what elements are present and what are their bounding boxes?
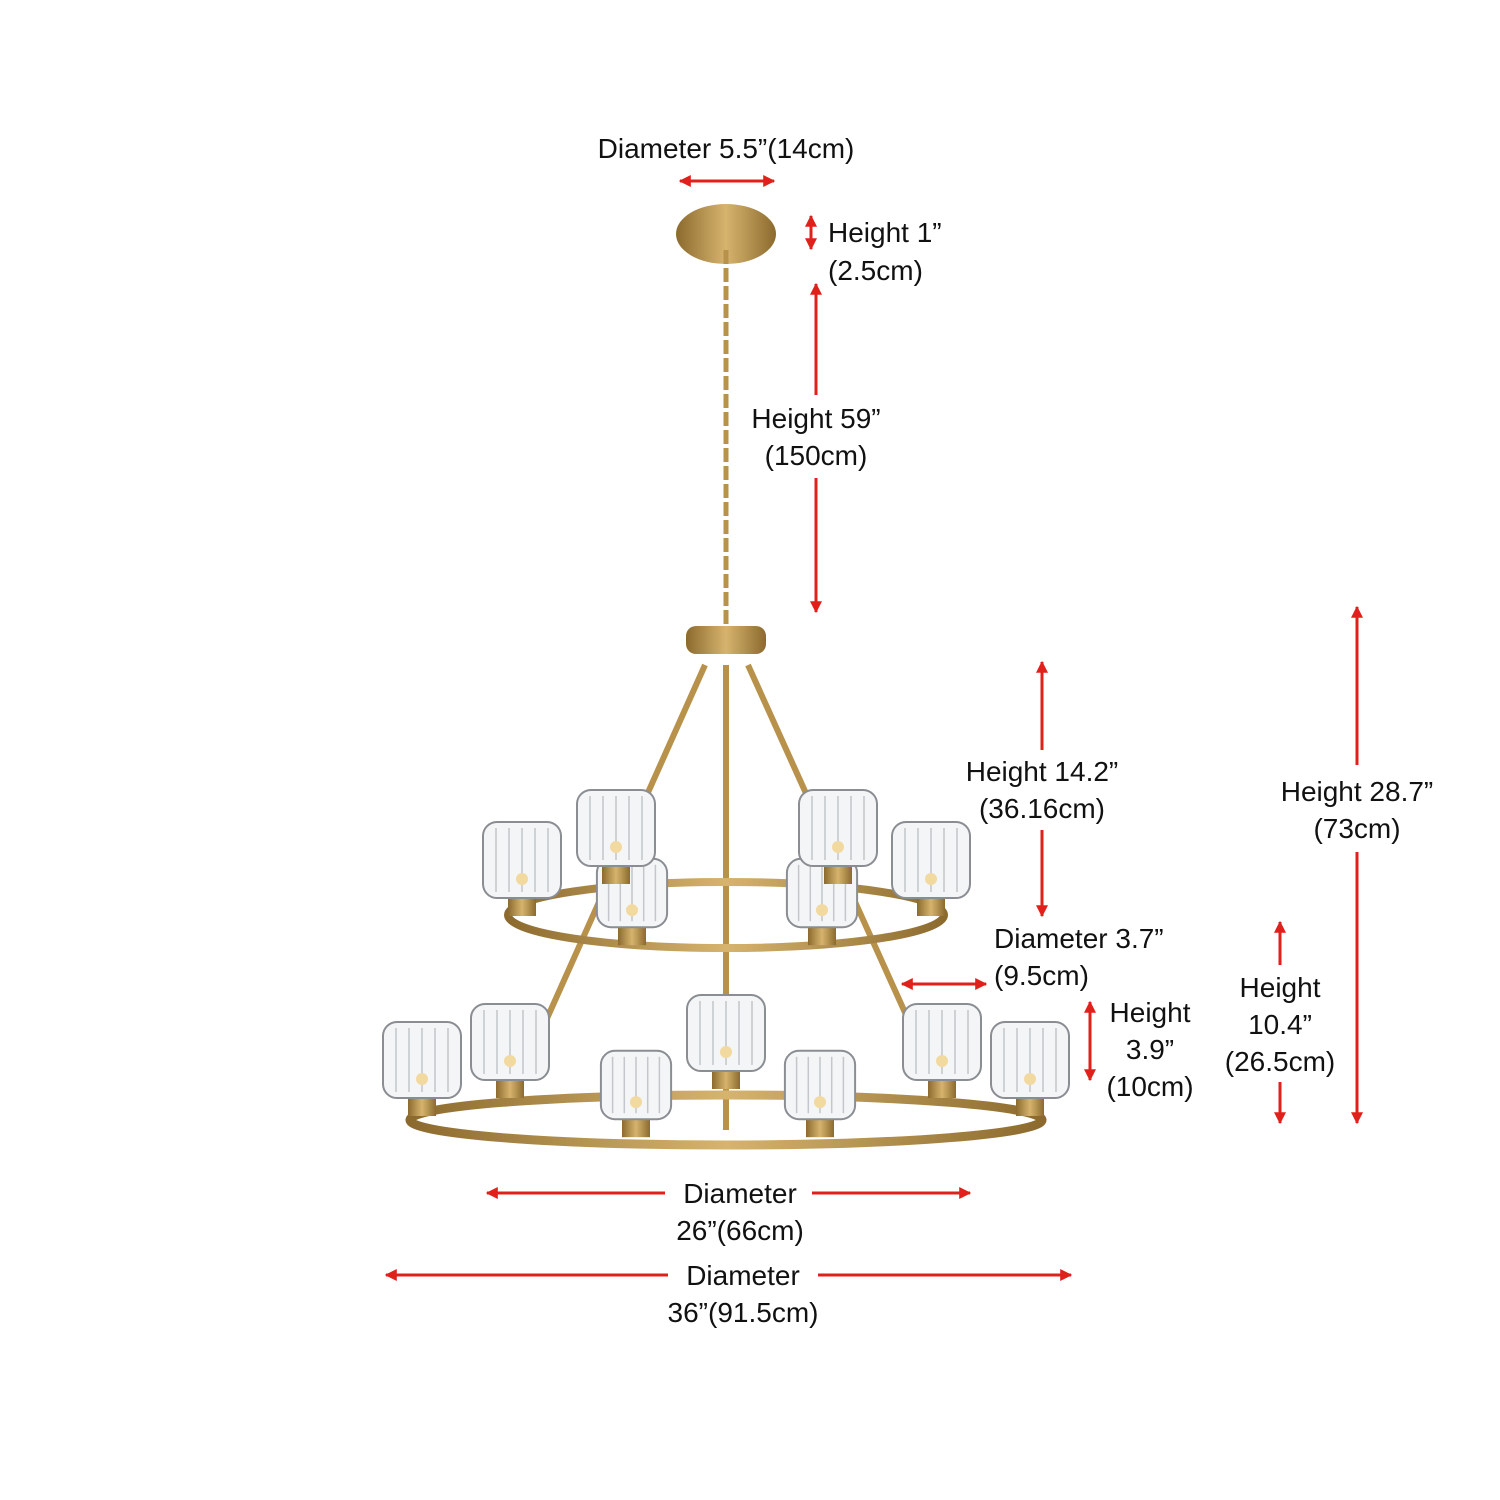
lamp-shade bbox=[686, 994, 766, 1089]
lower-diameter-metric: 36”(91.5cm) bbox=[668, 1297, 819, 1328]
lamp-shade bbox=[382, 1021, 462, 1116]
lower-diameter-label: Diameter bbox=[686, 1260, 800, 1291]
upper-diameter-metric: 26”(66cm) bbox=[676, 1215, 804, 1246]
upper-height-metric: (36.16cm) bbox=[979, 793, 1105, 824]
shade-height-label: Height bbox=[1110, 997, 1191, 1028]
lamp-shade bbox=[470, 1003, 550, 1098]
hub bbox=[686, 626, 766, 654]
lamp-shade bbox=[576, 789, 656, 884]
lamp-shade bbox=[482, 821, 562, 916]
lower-ring bbox=[405, 1090, 1047, 1150]
lower-height-value: 10.4” bbox=[1248, 1009, 1312, 1040]
lamp-shade bbox=[902, 1003, 982, 1098]
lamp-shade bbox=[783, 1049, 857, 1138]
lamp-shade bbox=[599, 1049, 673, 1138]
shade-height-metric: (10cm) bbox=[1106, 1071, 1193, 1102]
total-height-label: Height 28.7” bbox=[1281, 776, 1434, 807]
canopy-height-label: Height 1” bbox=[828, 217, 942, 248]
lower-height-metric: (26.5cm) bbox=[1225, 1046, 1335, 1077]
lamp-shade bbox=[990, 1021, 1070, 1116]
lower-height-label: Height bbox=[1240, 972, 1321, 1003]
lamp-shade bbox=[798, 789, 878, 884]
canopy bbox=[676, 204, 776, 264]
dimension-arrows bbox=[384, 175, 1363, 1281]
dimension-labels: Diameter 5.5”(14cm) Height 1” (2.5cm) He… bbox=[598, 133, 1434, 1328]
lamp-shade bbox=[785, 857, 859, 946]
shade-diameter-metric: (9.5cm) bbox=[994, 960, 1089, 991]
upper-diameter-label: Diameter bbox=[683, 1178, 797, 1209]
upper-height-label: Height 14.2” bbox=[966, 756, 1119, 787]
lamp-shade bbox=[891, 821, 971, 916]
chain-height-metric: (150cm) bbox=[765, 440, 868, 471]
shade-height-value: 3.9” bbox=[1126, 1034, 1174, 1065]
chain-height-label: Height 59” bbox=[751, 403, 880, 434]
canopy-height-metric: (2.5cm) bbox=[828, 255, 923, 286]
chandelier bbox=[382, 204, 1070, 1150]
canopy-diameter-label: Diameter 5.5”(14cm) bbox=[598, 133, 855, 164]
total-height-metric: (73cm) bbox=[1313, 813, 1400, 844]
shade-diameter-label: Diameter 3.7” bbox=[994, 923, 1164, 954]
